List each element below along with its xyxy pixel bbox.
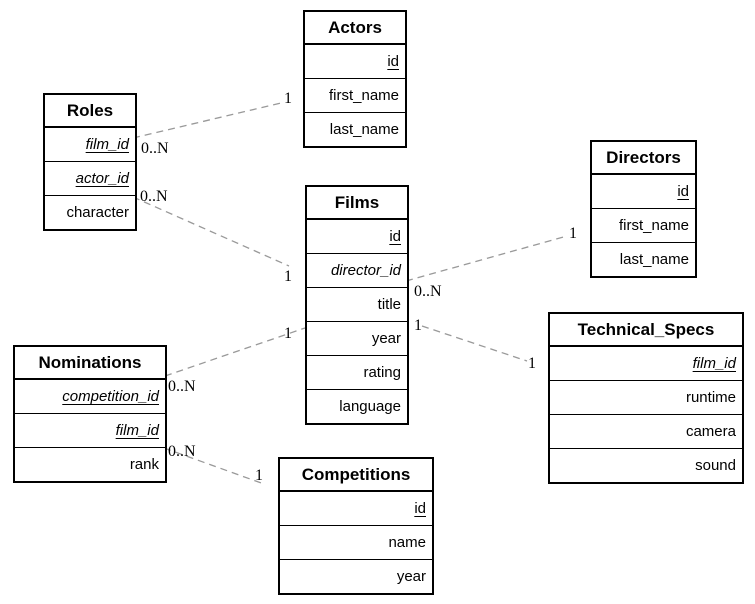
attr-films-title: title <box>307 287 407 321</box>
entity-competitions-title: Competitions <box>280 459 432 492</box>
entity-directors[interactable]: Directors id first_name last_name <box>590 140 697 278</box>
attr-directors-last-name: last_name <box>592 242 695 276</box>
attr-roles-actor-id: actor_id <box>45 161 135 195</box>
relation-line-films-technical-specs <box>421 325 528 362</box>
attr-roles-character: character <box>45 195 135 229</box>
attr-actors-id: id <box>387 53 399 70</box>
cardinality-nominations-competitions-1: 1 <box>255 467 263 484</box>
attr-technical-specs-film-id: film_id <box>692 355 736 372</box>
attr-films-director-id: director_id <box>307 253 407 287</box>
cardinality-roles-films-1: 1 <box>284 268 292 285</box>
entity-actors-title: Actors <box>305 12 405 45</box>
cardinality-nominations-films-n: 0..N <box>168 378 196 395</box>
attr-actors-last-name: last_name <box>305 112 405 146</box>
cardinality-films-directors-n: 0..N <box>414 283 442 300</box>
cardinality-roles-actors-n: 0..N <box>141 140 169 157</box>
relation-line-roles-actors <box>132 102 282 139</box>
relation-line-nominations-films <box>164 327 306 377</box>
cardinality-films-techspecs-1b: 1 <box>528 355 536 372</box>
attr-technical-specs-camera: camera <box>550 414 742 448</box>
attr-directors-first-name: first_name <box>592 208 695 242</box>
entity-technical-specs[interactable]: Technical_Specs film_id runtime camera s… <box>548 312 744 484</box>
attr-technical-specs-runtime: runtime <box>550 380 742 414</box>
entity-nominations-title: Nominations <box>15 347 165 380</box>
entity-films[interactable]: Films id director_id title year rating l… <box>305 185 409 425</box>
relation-line-films-directors <box>405 235 568 282</box>
cardinality-roles-actors-1: 1 <box>284 90 292 107</box>
entity-nominations[interactable]: Nominations competition_id film_id rank <box>13 345 167 483</box>
cardinality-roles-films-n: 0..N <box>140 188 168 205</box>
cardinality-nominations-films-1: 1 <box>284 325 292 342</box>
attr-nominations-film-id: film_id <box>15 413 165 447</box>
attr-films-year: year <box>307 321 407 355</box>
entity-technical-specs-title: Technical_Specs <box>550 314 742 347</box>
attr-competitions-id: id <box>414 500 426 517</box>
attr-actors-first-name: first_name <box>305 78 405 112</box>
attr-technical-specs-sound: sound <box>550 448 742 482</box>
entity-directors-title: Directors <box>592 142 695 175</box>
entity-roles[interactable]: Roles film_id actor_id character <box>43 93 137 231</box>
relation-line-roles-films <box>132 196 290 267</box>
attr-roles-film-id: film_id <box>85 136 129 153</box>
attr-films-id: id <box>389 228 401 245</box>
entity-competitions[interactable]: Competitions id name year <box>278 457 434 595</box>
cardinality-nominations-competitions-n: 0..N <box>168 443 196 460</box>
entity-actors[interactable]: Actors id first_name last_name <box>303 10 407 148</box>
attr-competitions-name: name <box>280 525 432 559</box>
attr-films-language: language <box>307 389 407 423</box>
cardinality-films-techspecs-1a: 1 <box>414 317 422 334</box>
cardinality-films-directors-1: 1 <box>569 225 577 242</box>
attr-directors-id: id <box>677 183 689 200</box>
attr-nominations-competition-id: competition_id <box>62 388 159 405</box>
entity-roles-title: Roles <box>45 95 135 128</box>
relation-line-nominations-competitions <box>163 447 265 485</box>
attr-nominations-rank: rank <box>15 447 165 481</box>
attr-competitions-year: year <box>280 559 432 593</box>
attr-films-rating: rating <box>307 355 407 389</box>
entity-films-title: Films <box>307 187 407 220</box>
